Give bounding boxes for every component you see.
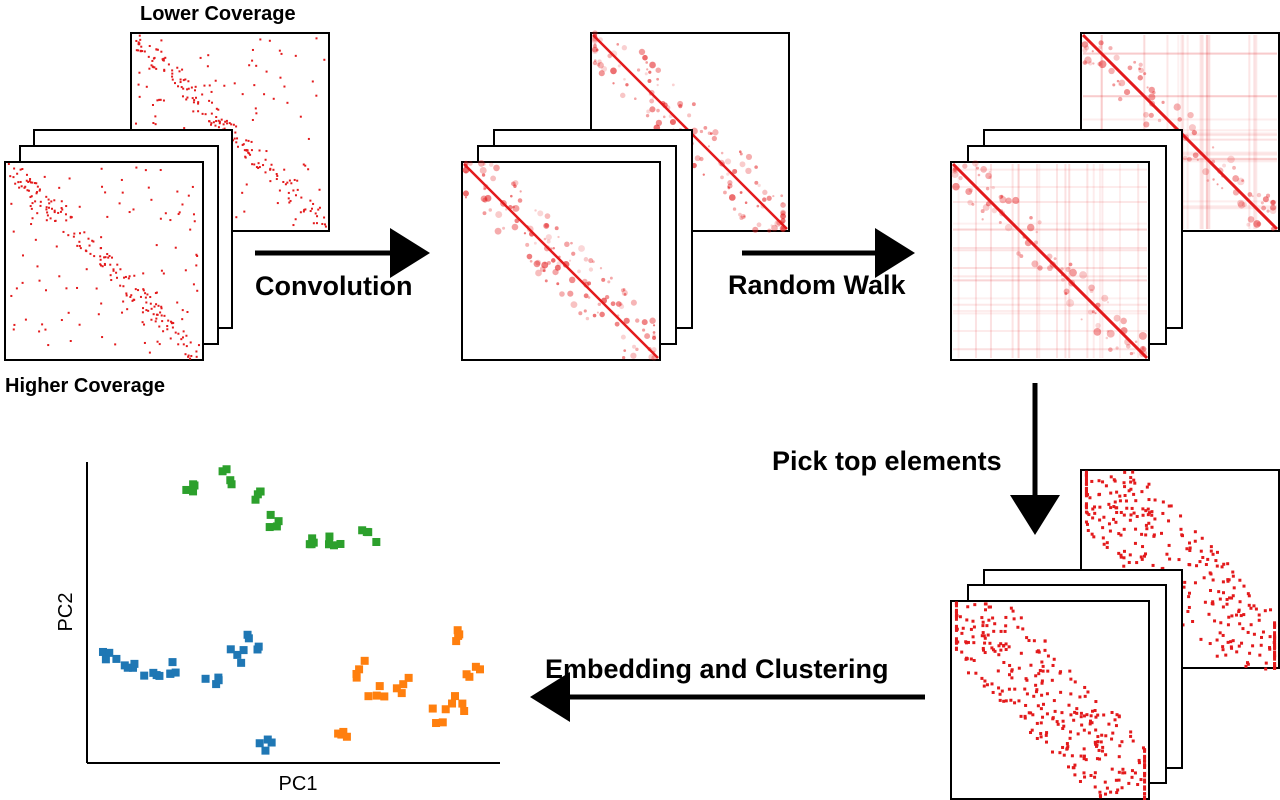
scatter-point [324,540,333,549]
scatter-point [130,659,139,668]
scatter-point [201,674,210,683]
scatter-points [98,465,484,755]
scatter-point [155,671,164,680]
raw-front-matrix [4,161,204,361]
scatter-point [372,691,381,700]
lower-coverage-label: Lower Coverage [140,3,296,25]
scatter-point [458,699,467,708]
scatter-point [267,738,276,747]
scatter-point [404,673,413,682]
scatter-point [352,669,361,678]
scatter-point [101,655,110,664]
scatter-point [372,537,381,546]
scatter-point [308,534,317,543]
scatter-point [166,669,175,678]
scatter-point [274,517,283,526]
scatter-point [399,680,408,689]
scatter-point [355,665,364,674]
scatter-point [251,495,260,504]
scatter-point [438,718,447,727]
scatter-point [475,665,484,674]
convolved-front-matrix [461,160,661,361]
scatter-point [460,706,469,715]
scatter-point [336,539,345,548]
scatter-point [105,648,114,657]
scatter-point [214,676,223,685]
scatter-point [237,658,246,667]
scatter-point [364,528,373,537]
scatter-point [325,532,334,541]
scatter-point [227,480,236,489]
scatter-point [266,510,275,519]
scatter-point [397,689,406,698]
scatter-point [432,719,441,728]
scatter-point [454,631,463,640]
scatter-point [452,637,461,646]
scatter-point [358,526,367,535]
scatter-point [168,658,177,667]
scatter-point [253,490,262,499]
scatter-point [261,746,270,755]
scatter-point [98,647,107,656]
scatter-point [123,663,132,672]
random-walk-front-matrix [950,160,1150,361]
scatter-point [462,670,471,679]
scatter-point [360,656,369,665]
scatter-point [448,699,457,708]
scatter-plot: PC1 PC2 [55,462,500,795]
scatter-point [222,465,231,474]
scatter-point [375,682,384,691]
scatter-point [428,704,437,713]
scatter-point [171,668,180,677]
scatter-point [149,668,158,677]
scatter-point [265,523,274,532]
scatter-point [226,476,235,485]
scatter-point [244,634,253,643]
scatter-point [255,739,264,748]
scatter-point [272,522,281,531]
pick-top-label: Pick top elements [772,446,1002,476]
y-axis-label: PC2 [55,593,77,632]
scatter-point [189,480,198,489]
x-axis-label: PC1 [279,773,318,795]
scatter-point [380,692,389,701]
scatter-point [329,541,338,550]
binarized-matrix-stack [950,469,1280,800]
embedding-label: Embedding and Clustering [545,654,889,684]
scatter-point [392,684,401,693]
scatter-point [239,646,248,655]
scatter-point [451,692,460,701]
scatter-point [305,540,314,549]
scatter-point [253,645,262,654]
scatter-point [364,692,373,701]
scatter-point [334,729,343,738]
scatter-point [112,654,121,663]
scatter-point [441,705,450,714]
scatter-point [453,626,462,635]
binarized-front-matrix [950,600,1150,800]
random-walk-matrix-stack [950,32,1280,361]
higher-coverage-label: Higher Coverage [5,375,165,397]
scatter-point [471,662,480,671]
scatter-point [339,727,348,736]
scatter-point [182,485,191,494]
scatter-point [189,487,198,496]
raw-matrix-stack [4,32,330,361]
scatter-point [342,732,351,741]
convolved-matrix-stack [461,30,790,361]
scatter-point [233,650,242,659]
random-walk-label: Random Walk [728,270,907,300]
scatter-point [226,645,235,654]
scatter-point [140,671,149,680]
convolution-label: Convolution [255,271,412,301]
